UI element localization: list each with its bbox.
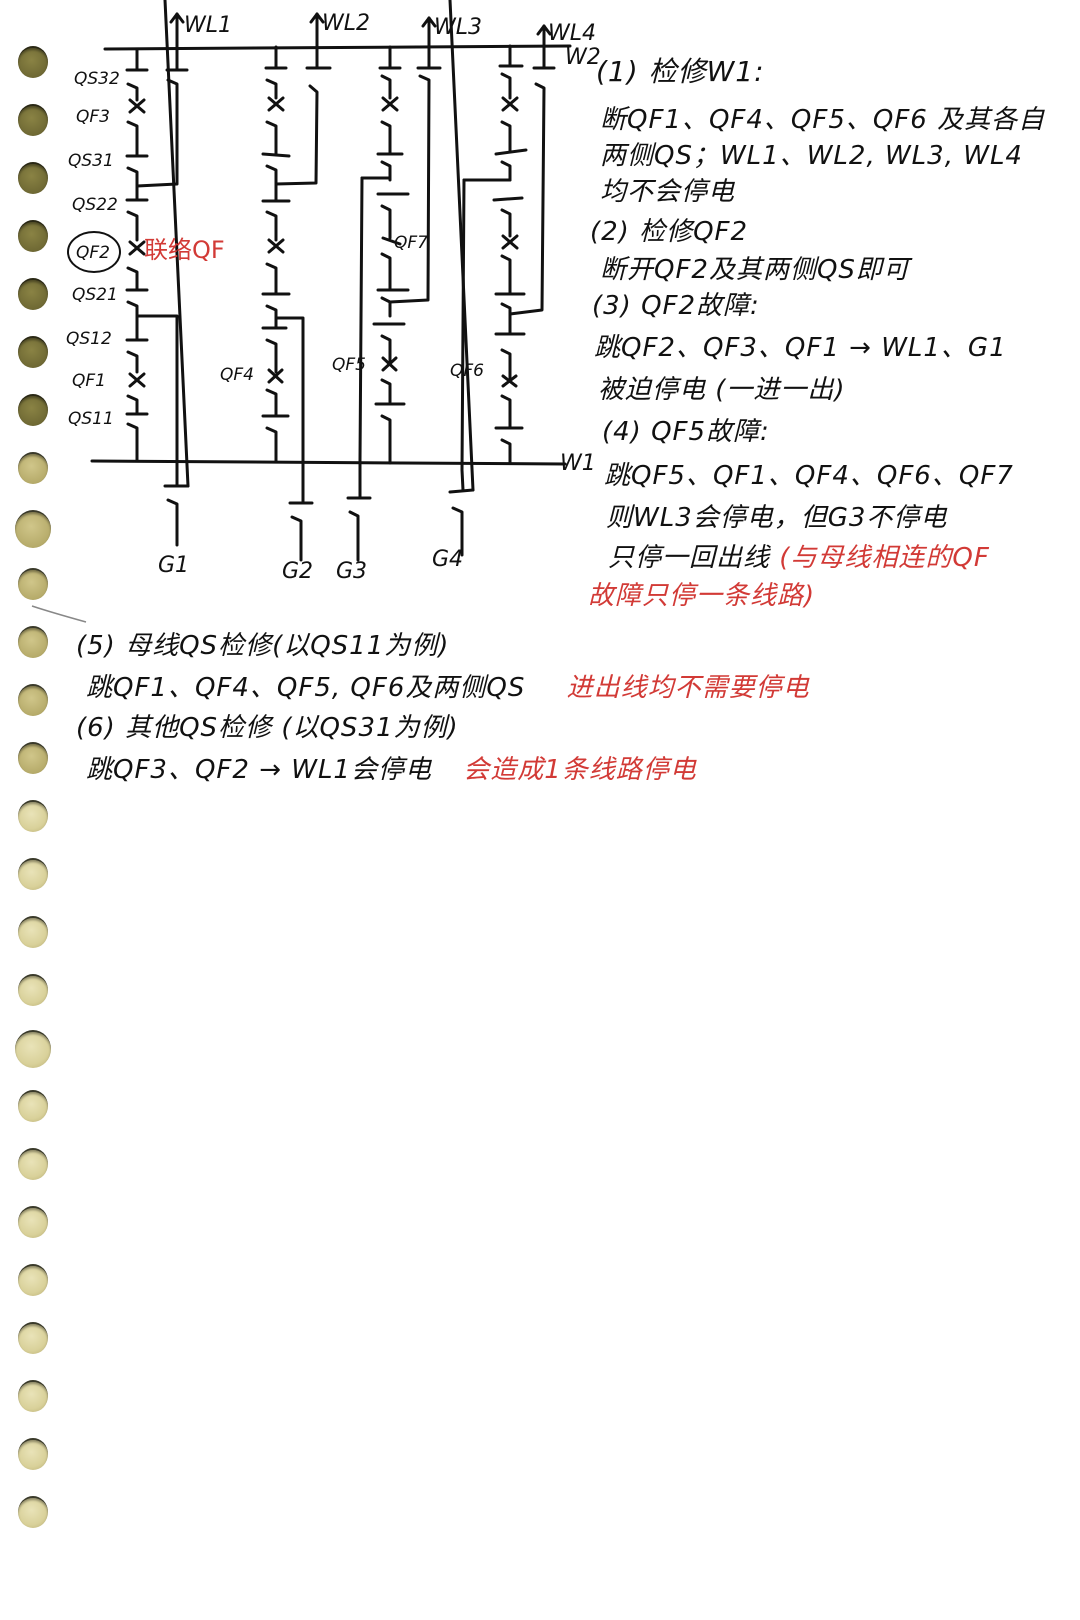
circuit-column-2 xyxy=(261,45,332,562)
label-qf6: QF6 xyxy=(450,361,484,381)
note-4-red-annotation-1: (与母线相连的QF xyxy=(779,543,990,573)
binding-hole xyxy=(18,278,48,310)
annotation-tie-breaker: 联络QF xyxy=(144,236,225,264)
label-qs21: QS21 xyxy=(72,285,118,305)
binding-hole xyxy=(18,974,48,1006)
note-4-title: (4) QF5故障: xyxy=(602,417,770,447)
binding-hole xyxy=(18,336,48,368)
feeder-label-wl3: WL3 xyxy=(434,15,482,40)
label-qf5: QF5 xyxy=(332,355,366,375)
circuit-column-3 xyxy=(346,45,442,562)
feeder-label-wl2: WL2 xyxy=(322,11,370,36)
note-1-title: (1) 检修W1: xyxy=(596,55,765,88)
binding-hole xyxy=(18,626,48,658)
binding-hole xyxy=(18,684,48,716)
note-6-red-annotation: 会造成1条线路停电 xyxy=(463,755,697,785)
generator-label-g1: G1 xyxy=(158,553,189,578)
notebook-binding-holes xyxy=(0,0,80,1620)
note-3-line-1: 跳QF2、QF3、QF1 → WL1、G1 xyxy=(594,333,1007,363)
note-1-line-3: 均不会停电 xyxy=(600,177,736,207)
label-qf1: QF1 xyxy=(72,371,106,391)
binding-hole xyxy=(18,1322,48,1354)
binding-hole xyxy=(18,1148,48,1180)
binding-hole xyxy=(18,46,48,78)
feeder-label-wl1: WL1 xyxy=(184,13,232,38)
note-3-line-2: 被迫停电 (一进一出) xyxy=(598,375,846,405)
note-5-red-annotation: 进出线均不需要停电 xyxy=(566,673,810,703)
note-1-line-2: 两侧QS；WL1、WL2, WL3, WL4 xyxy=(600,141,1023,171)
circuit-column-4 xyxy=(448,0,556,557)
binding-hole xyxy=(18,568,48,600)
binding-hole xyxy=(18,1496,48,1528)
note-4-red-annotation-2: 故障只停一条线路) xyxy=(588,581,816,611)
binding-hole xyxy=(18,220,48,252)
binding-hole xyxy=(15,1030,51,1068)
note-6-title: (6) 其他QS检修 (以QS31为例) xyxy=(76,713,459,743)
label-qf4: QF4 xyxy=(220,365,254,385)
bus-w1-line xyxy=(90,459,567,466)
binding-hole xyxy=(18,1206,48,1238)
note-5-line: 跳QF1、QF4、QF5, QF6及两侧QS 进出线均不需要停电 xyxy=(86,670,810,706)
label-qf7: QF7 xyxy=(394,233,428,253)
label-qf2: QF2 xyxy=(76,243,110,263)
bus-wiring-diagram: WL1 WL2 WL3 WL4 W2 W1 QS32 QF3 QS31 QS22… xyxy=(66,0,601,584)
bus-w2-line xyxy=(103,44,572,51)
note-2-title: (2) 检修QF2 xyxy=(590,217,749,247)
generator-label-g4: G4 xyxy=(432,547,463,572)
label-qs31: QS31 xyxy=(68,151,114,171)
note-4-line-1: 跳QF5、QF1、QF4、QF6、QF7 xyxy=(604,461,1014,491)
binding-hole xyxy=(18,452,48,484)
feeder-label-wl4: WL4 xyxy=(548,21,596,46)
binding-hole xyxy=(15,510,51,548)
page-curl-stroke xyxy=(31,605,87,623)
note-4-line-3-text: 只停一回出线 xyxy=(608,543,771,573)
note-6-line: 跳QF3、QF2 → WL1会停电 会造成1条线路停电 xyxy=(86,752,697,788)
binding-hole xyxy=(18,1264,48,1296)
binding-hole xyxy=(18,394,48,426)
circle-highlight-qf2 xyxy=(67,231,121,273)
label-qs22: QS22 xyxy=(72,195,118,215)
label-qs32: QS32 xyxy=(74,69,120,89)
note-2-line-1: 断开QF2及其两侧QS即可 xyxy=(600,255,910,285)
feeder-arrows xyxy=(169,12,552,51)
label-qf3: QF3 xyxy=(76,107,110,127)
label-qs11: QS11 xyxy=(68,409,114,429)
note-5-title: (5) 母线QS检修(以QS11为例) xyxy=(76,631,450,661)
label-qs12: QS12 xyxy=(66,329,112,349)
binding-hole xyxy=(18,858,48,890)
binding-hole xyxy=(18,800,48,832)
binding-hole xyxy=(18,916,48,948)
bus-label-w1: W1 xyxy=(560,451,596,476)
binding-hole xyxy=(18,742,48,774)
binding-hole xyxy=(18,1090,48,1122)
note-4-line-2: 则WL3会停电，但G3不停电 xyxy=(606,503,948,533)
note-3-title: (3) QF2故障: xyxy=(592,291,760,321)
generator-label-g2: G2 xyxy=(282,559,313,584)
binding-hole xyxy=(18,162,48,194)
note-6-line-text: 跳QF3、QF2 → WL1会停电 xyxy=(86,755,432,785)
binding-hole xyxy=(18,104,48,136)
note-5-line-text: 跳QF1、QF4、QF5, QF6及两侧QS xyxy=(86,673,526,703)
bus-label-w2: W2 xyxy=(565,45,601,70)
binding-hole xyxy=(18,1380,48,1412)
note-4-line-3: 只停一回出线 (与母线相连的QF xyxy=(608,540,990,576)
binding-hole xyxy=(18,1438,48,1470)
circuit-column-1 xyxy=(125,0,190,547)
note-1-line-1: 断QF1、QF4、QF5、QF6 及其各自 xyxy=(600,105,1046,135)
generator-label-g3: G3 xyxy=(336,559,367,584)
